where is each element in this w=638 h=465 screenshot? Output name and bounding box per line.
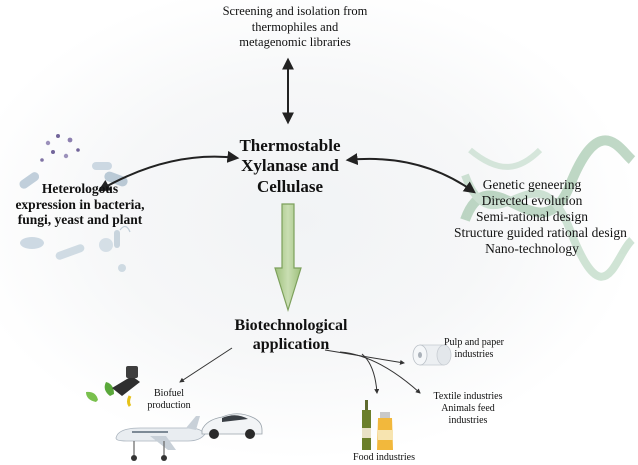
arrow-to-biofuel	[179, 347, 233, 383]
arrow-left-center	[97, 150, 240, 192]
airplane-icon	[115, 416, 206, 461]
screening-line-1: Screening and isolation from	[222, 4, 368, 18]
textile-line-1: Textile industries	[433, 391, 503, 402]
pulp-paper-label: Pulp and paper industries	[424, 337, 524, 361]
biofuel-line-2: production	[147, 400, 191, 411]
food-industries-label: Food industries	[353, 452, 415, 463]
textile-line-3: industries	[448, 415, 488, 426]
arrow-center-right	[345, 153, 476, 194]
beverage-bottles-icon	[362, 400, 393, 450]
pulp-line-1: Pulp and paper	[444, 337, 504, 348]
big-down-arrow	[274, 203, 302, 313]
central-enzyme-label: Thermostable Xylanase and Cellulase	[225, 136, 355, 197]
fuel-nozzle-icon	[86, 366, 140, 407]
application-line-1: Biotechnological	[234, 317, 348, 334]
paper-roll-icon	[412, 344, 452, 366]
method-semi-rational-design: Semi-rational design	[475, 208, 589, 224]
biofuel-line-1: Biofuel	[154, 388, 184, 399]
left-line-1: Heterologous	[41, 181, 119, 196]
screening-label: Screening and isolation from thermophile…	[190, 4, 400, 51]
screening-line-3: metagenomic libraries	[239, 35, 351, 50]
left-line-2: expression in bacteria,	[15, 196, 145, 212]
application-line-2: application	[252, 336, 330, 354]
biofuel-label: Biofuel production	[136, 388, 202, 412]
method-structure-guided-design: Structure guided rational design	[454, 224, 627, 240]
center-line-2: Xylanase and	[241, 156, 339, 176]
screening-line-2: thermophiles and	[251, 19, 339, 34]
biotechnological-application-label: Biotechnological application	[216, 316, 366, 354]
arrow-to-food	[361, 353, 380, 394]
center-line-3: Cellulase	[256, 176, 324, 196]
engineering-methods-label: Genetic geneering Directed evolution Sem…	[454, 177, 627, 257]
arrow-to-textile	[339, 351, 421, 394]
method-genetic-engineering: Genetic geneering	[482, 177, 582, 192]
method-nano-technology: Nano-technology	[485, 240, 579, 256]
dna-helix-icon	[460, 135, 636, 281]
left-line-3: fungi, yeast and plant	[17, 212, 143, 228]
method-directed-evolution: Directed evolution	[481, 192, 583, 208]
car-icon	[201, 413, 263, 439]
textile-line-2: Animals feed	[441, 403, 495, 414]
heterologous-expression-label: Heterologous expression in bacteria, fun…	[10, 181, 150, 228]
pulp-line-2: industries	[454, 349, 494, 360]
textile-feed-label: Textile industries Animals feed industri…	[418, 391, 518, 427]
center-line-1: Thermostable	[239, 136, 341, 155]
